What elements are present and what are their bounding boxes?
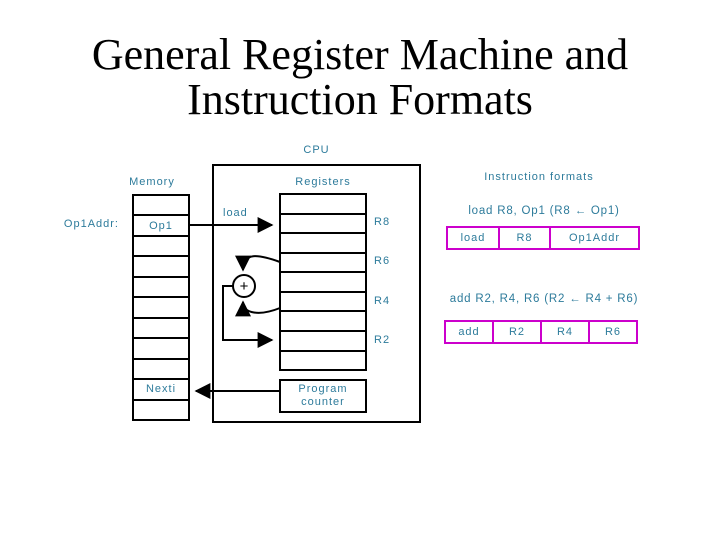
format-field-opcode: add [444,320,494,344]
memory-cell [134,319,188,340]
register-cell-r2 [281,332,365,352]
format-field-address: Op1Addr [549,226,640,250]
slide-title-line1: General Register Machine and [91,30,629,79]
memory-cell [134,401,188,419]
format-field-register: R6 [588,320,638,344]
memory-cell-op1: Op1 [134,216,188,237]
memory-cell [134,360,188,381]
load-instruction-format: load R8 Op1Addr [446,226,640,250]
program-counter-label: Program counter [298,383,348,408]
format-field-register: R4 [540,320,590,344]
register-label-r2: R2 [374,334,391,346]
add-instruction-equation: add R2, R4, R6 (R2 ← R4 + R6) [449,293,639,305]
registers-label: Registers [295,176,351,188]
register-cell [281,352,365,370]
register-cell-r6 [281,254,365,274]
memory-cell [134,196,188,217]
register-cell [281,312,365,332]
register-cell-r8 [281,215,365,235]
register-label-r4: R4 [374,295,391,307]
memory-cell-nexti: Nexti [134,380,188,401]
memory-cell [134,339,188,360]
register-cell [281,234,365,254]
register-cell [281,195,365,215]
instruction-formats-label: Instruction formats [484,171,594,183]
format-field-opcode: load [446,226,500,250]
register-label-r8: R8 [374,216,391,228]
memory-label: Memory [129,176,175,188]
memory-cell [134,237,188,258]
register-file [279,193,367,371]
add-instruction-format: add R2 R4 R6 [444,320,638,344]
slide-title-line2: Instruction Formats [187,75,533,124]
memory-cell [134,257,188,278]
load-arrow-label: load [223,207,248,219]
register-label-r6: R6 [374,255,391,267]
cpu-label: CPU [303,144,330,156]
register-cell-r4 [281,293,365,313]
op1addr-label: Op1Addr: [63,218,119,230]
program-counter-box: Program counter [279,379,367,413]
format-field-register: R2 [492,320,542,344]
load-instruction-equation: load R8, Op1 (R8 ← Op1) [468,205,620,217]
memory-cell [134,298,188,319]
memory-column: Op1 Nexti [132,194,190,421]
register-cell [281,273,365,293]
format-field-register: R8 [498,226,551,250]
slide-title: General Register Machine and Instruction… [0,32,720,122]
memory-cell [134,278,188,299]
